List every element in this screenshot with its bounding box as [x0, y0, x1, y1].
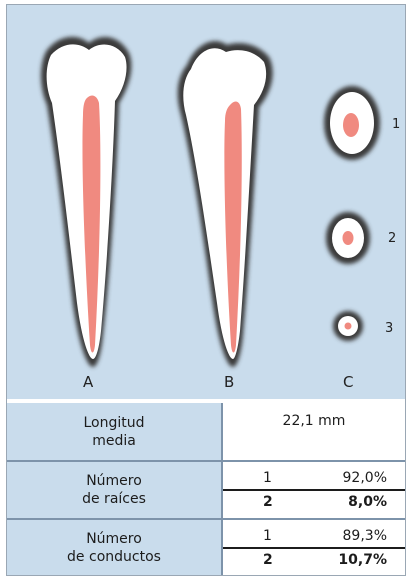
roots-entry-2: 2 8,0%: [223, 491, 405, 513]
tooth-data-table: Longitud media 22,1 mm Número de raíces …: [7, 403, 405, 575]
label-b: B: [224, 373, 234, 391]
row-average-length: Longitud media 22,1 mm: [7, 403, 405, 461]
label-number-of-canals: Número de conductos: [7, 519, 222, 575]
roots-entry-1: 1 92,0%: [223, 467, 405, 491]
figure-frame: A B C 1 2 3 Longitud media 22,1 mm Númer…: [6, 4, 406, 576]
cross-section-1: [324, 86, 380, 160]
tooth-illustration: A B C 1 2 3: [7, 5, 405, 399]
canals-entry-1: 1 89,3%: [223, 525, 405, 549]
tooth-drawing: [7, 5, 405, 399]
value-average-length: 22,1 mm: [222, 403, 405, 461]
canals-entry-2: 2 10,7%: [223, 549, 405, 571]
row-number-of-roots: Número de raíces 1 92,0% 2 8,0%: [7, 461, 405, 519]
values-number-of-canals: 1 89,3% 2 10,7%: [222, 519, 405, 575]
row-number-of-canals: Número de conductos 1 89,3% 2 10,7%: [7, 519, 405, 575]
section-number-1: 1: [392, 117, 400, 132]
values-number-of-roots: 1 92,0% 2 8,0%: [222, 461, 405, 519]
section-number-2: 2: [388, 231, 396, 246]
section-number-3: 3: [385, 321, 393, 336]
label-average-length: Longitud media: [7, 403, 222, 461]
cross-section-3: [333, 311, 363, 341]
tooth-b: [178, 41, 273, 367]
label-c: C: [343, 373, 353, 391]
label-number-of-roots: Número de raíces: [7, 461, 222, 519]
cross-section-2: [326, 212, 370, 264]
tooth-a: [41, 37, 131, 367]
label-a: A: [83, 373, 93, 391]
